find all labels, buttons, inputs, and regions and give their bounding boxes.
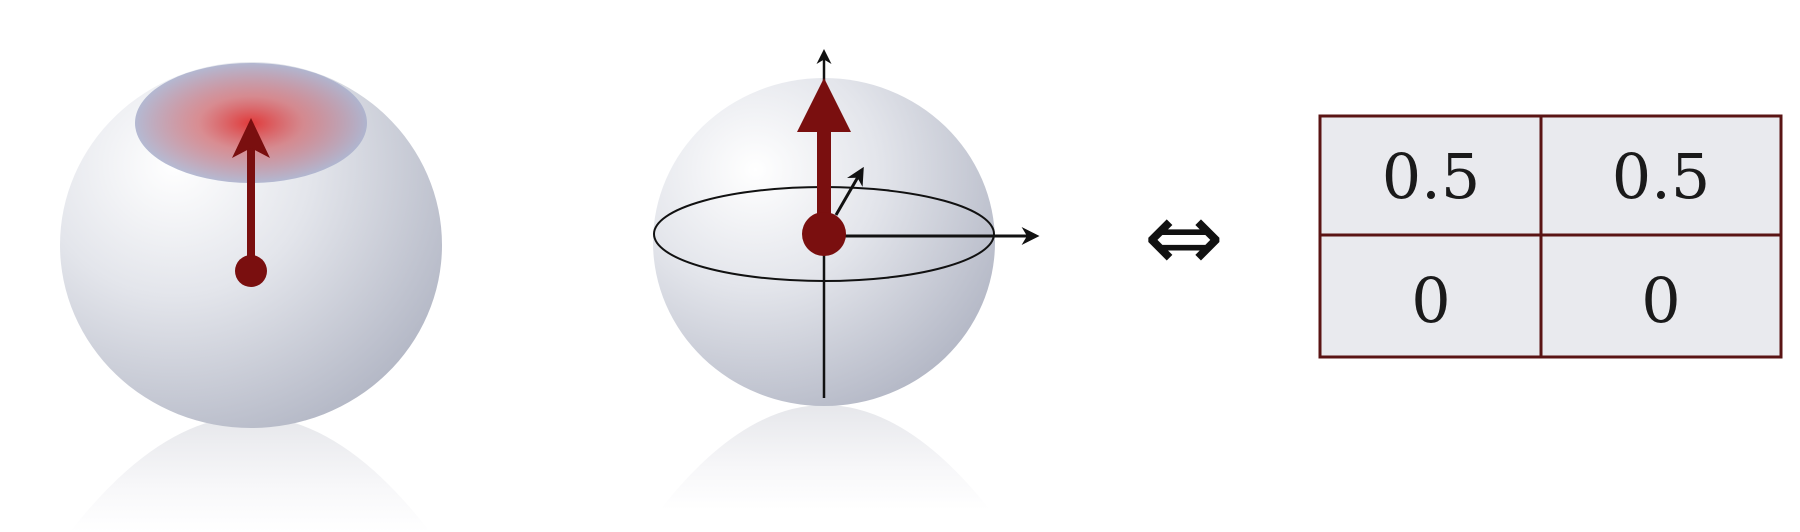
right-sphere-reflection <box>660 405 990 510</box>
table-cell: 0.5 <box>1612 140 1711 213</box>
left-sphere-group <box>60 62 442 532</box>
bloch-state-arrow-head <box>797 78 851 132</box>
table-cell: 0.5 <box>1382 140 1481 213</box>
bloch-origin-dot <box>802 212 846 256</box>
equivalence-symbol: ⇔ <box>1144 181 1224 293</box>
left-state-origin-dot <box>235 255 267 287</box>
table-cell: 0 <box>1641 264 1680 337</box>
probability-table: 0.5 0.5 0 0 <box>1318 114 1783 359</box>
left-sphere-reflection <box>70 416 430 532</box>
right-sphere-group <box>653 49 1040 510</box>
left-state-arrow-head <box>232 118 270 158</box>
y-axis <box>834 166 864 216</box>
table-cell: 0 <box>1411 264 1450 337</box>
